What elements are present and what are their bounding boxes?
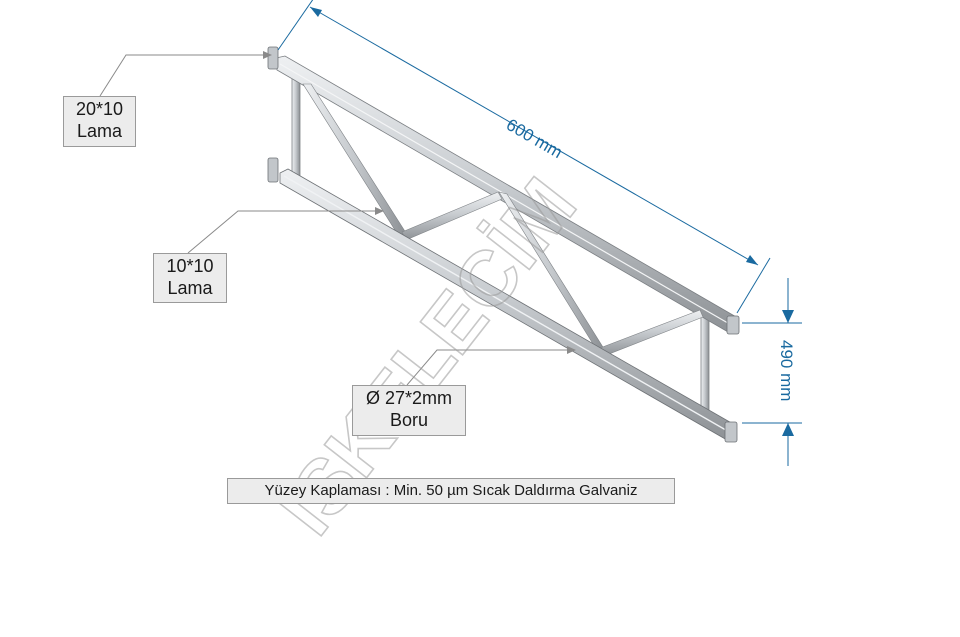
label-mid-flat-bar: 10*10 Lama — [153, 253, 227, 303]
truss-structure — [267, 46, 740, 443]
label-mid-flat-bar-size: 10*10 — [166, 256, 214, 276]
label-pipe-size: Ø 27*2mm — [365, 388, 453, 408]
leader-pipe — [406, 349, 567, 386]
length-dim-line — [309, 6, 759, 266]
label-top-flat-bar-size: 20*10 — [75, 99, 124, 119]
leader-mid-flat-bar — [187, 210, 375, 254]
length-ext-right — [736, 257, 771, 314]
leader-lines — [99, 51, 576, 386]
coating-note: Yüzey Kaplaması : Min. 50 µm Sıcak Daldı… — [227, 478, 675, 504]
length-dimension — [277, 0, 771, 314]
connector-bottom-right — [724, 421, 738, 443]
label-top-flat-bar: 20*10 Lama — [63, 96, 136, 147]
leader-top-flat-bar — [99, 54, 263, 97]
height-dimension — [742, 278, 802, 466]
label-top-flat-bar-type: Lama — [76, 121, 123, 141]
connector-mid-left — [267, 157, 279, 183]
label-pipe-type: Boru — [389, 410, 429, 430]
connector-top-right — [726, 315, 740, 335]
height-value: 490 mm — [777, 340, 796, 401]
diagonal-4 — [599, 309, 704, 357]
connector-top-left — [267, 46, 279, 70]
label-pipe: Ø 27*2mm Boru — [352, 385, 466, 436]
length-ext-left — [277, 0, 314, 51]
left-post-front — [291, 69, 301, 181]
label-mid-flat-bar-type: Lama — [167, 278, 213, 298]
length-value: 600 mm — [503, 115, 566, 162]
